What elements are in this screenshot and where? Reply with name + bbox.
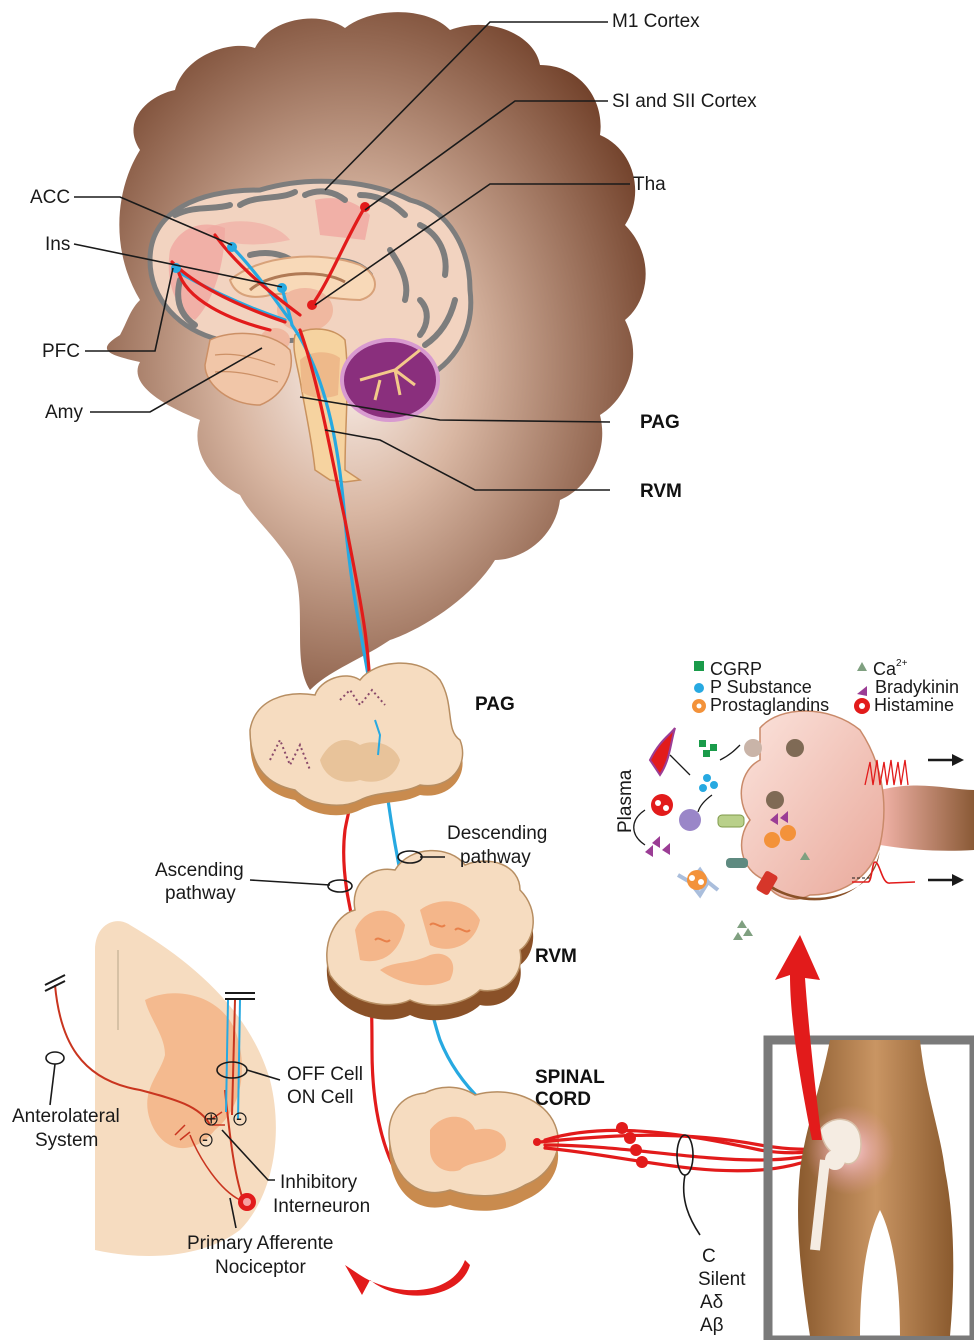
curved-red-arrow-icon [345,1260,470,1296]
label-pag-section: PAG [475,694,515,715]
label-fiber-abeta: Aβ [700,1315,724,1336]
label-ascending-2: pathway [165,883,236,904]
legend-prostaglandins: Prostaglandins [710,695,829,715]
label-anterolateral-2: System [35,1130,98,1151]
label-plasma: Plasma [615,769,636,833]
cerebellum [342,340,438,420]
nociceptor-detail [634,711,974,940]
legend-ca: Ca2+ [873,658,908,679]
spinal-zoom [45,921,276,1256]
label-spinal-cord-1: SPINAL [535,1067,605,1088]
plus-sign: + [206,1109,217,1129]
legend-histamine: Histamine [874,695,954,715]
label-tha: Tha [633,174,666,195]
label-pag-brain: PAG [640,412,680,433]
label-fiber-silent: Silent [698,1269,746,1290]
label-on-cell: ON Cell [287,1087,354,1108]
label-inhibitory-2: Interneuron [273,1196,370,1217]
label-acc: ACC [30,187,70,208]
label-fiber-c: C [702,1246,716,1267]
bradykinin-swatch [857,686,867,696]
spinal-cord-section [389,1087,558,1211]
label-pfc: PFC [42,341,80,362]
label-anterolateral-1: Anterolateral [12,1106,120,1127]
label-ins: Ins [45,234,70,255]
ca-swatch [857,662,867,671]
label-inhibitory-1: Inhibitory [280,1172,358,1193]
label-fiber-adelta: Aδ [700,1292,723,1313]
legend-p-substance: P Substance [710,677,812,697]
label-primary-afferent-2: Nociceptor [215,1257,306,1278]
rvm-section [327,851,533,1021]
peripheral-fibers [540,1122,830,1235]
pag-section [250,663,463,815]
hip-body [768,1040,974,1340]
cgrp-swatch [694,661,704,671]
label-off-cell: OFF Cell [287,1064,363,1085]
label-descending-2: pathway [460,847,531,868]
label-m1-cortex: M1 Cortex [612,11,700,32]
minus-sign-1: - [236,1108,242,1128]
label-si-sii-cortex: SI and SII Cortex [612,91,757,112]
label-spinal-cord-2: CORD [535,1089,591,1110]
label-rvm-section: RVM [535,946,577,967]
legend: CGRP P Substance Prostaglandins Ca2+ Bra… [692,658,959,715]
label-rvm-brain: RVM [640,481,682,502]
label-ascending-1: Ascending [155,860,244,881]
minus-sign-2: - [202,1129,208,1149]
label-primary-afferent-1: Primary Afferente [187,1233,333,1254]
label-amy: Amy [45,402,84,423]
legend-cgrp: CGRP [710,659,762,679]
p-substance-swatch [694,683,704,693]
label-descending-1: Descending [447,823,547,844]
legend-bradykinin: Bradykinin [875,677,959,697]
